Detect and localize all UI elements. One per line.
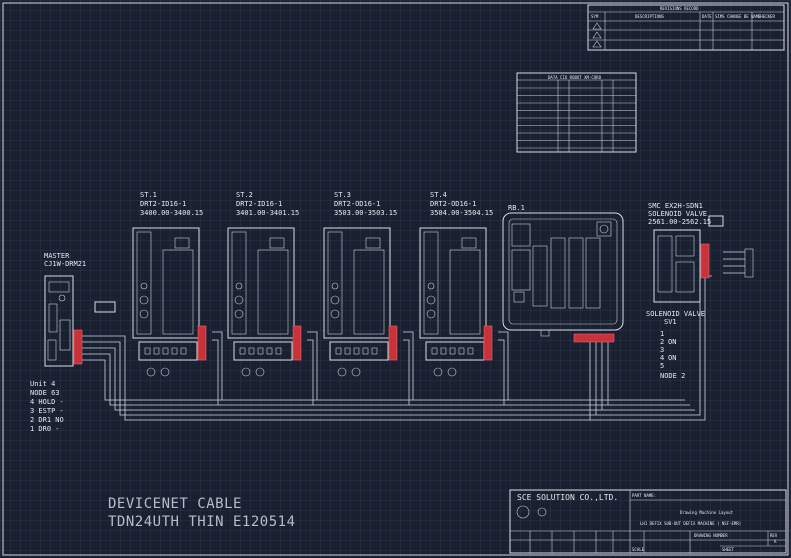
unit-info-line-5: 2 DR1 NO — [30, 416, 64, 424]
rev-col-desc: DESCRIPTIONS — [635, 14, 664, 19]
rev-value: A — [774, 539, 777, 544]
station-2-model: DRT2-ID16-1 — [236, 200, 283, 208]
company-name: SCE SOLUTION CO.,LTD. — [517, 493, 619, 502]
solenoid-line3: 2561.00-2562.15 — [648, 218, 712, 226]
rev-col-sym: SYM — [591, 14, 599, 19]
title-block — [509, 489, 787, 554]
station-3-model: DRT2-OD16-1 — [334, 200, 381, 208]
revision-table-title: REVISIONS RECORD — [660, 6, 699, 11]
unit-info-line-4: 3 ESTP - — [30, 407, 64, 415]
rev-col-checker: CHECKER — [758, 14, 775, 19]
cable-note-line1: DEVICENET CABLE — [108, 496, 242, 512]
terminal-blocks — [73, 243, 710, 365]
station-1-model: DRT2-ID16-1 — [140, 200, 187, 208]
station-module-3 — [323, 227, 391, 377]
solenoid-pin-2: 2 — [660, 338, 665, 346]
solenoid-line1: SMC EX2H-SDN1 — [648, 202, 703, 210]
part-name-label: PART NAME: — [632, 493, 657, 498]
solenoid-sub: SV1 — [664, 318, 677, 326]
solenoid-label: SOLENOID VALVE — [646, 310, 706, 318]
drawing-number-label: DRAWING NUMBER — [694, 533, 728, 538]
unit-info-line-6: 1 DR0 - — [30, 425, 60, 433]
station-module-1 — [132, 227, 200, 377]
solenoid-pin-5: 5 — [660, 362, 665, 370]
station-2-name: ST.2 — [236, 191, 253, 199]
solenoid-pin-1: 1 — [660, 330, 665, 338]
solenoid-pin-3: 3 — [660, 346, 665, 354]
rev-col-date: DATE — [702, 14, 712, 19]
solenoid-valve — [653, 215, 754, 303]
master-unit — [44, 275, 74, 367]
sheet-label: SHEET — [722, 547, 735, 552]
cable-note-line2: TDN24UTH THIN E120514 — [108, 514, 296, 530]
drawing-desc: LH1 DEFIX SUB-OUT DEFIX MACHINE ( NSF-EM… — [640, 521, 742, 526]
data-table-title: DATA CIO ROBOT XM-CORO — [548, 75, 601, 80]
master-model: CJ1W-DRM21 — [44, 260, 87, 268]
station-4-model: DRT2-OD16-1 — [430, 200, 477, 208]
rev-col-name: SIMS CHANGE BE NAME — [715, 14, 761, 19]
station-module-4 — [419, 227, 487, 377]
unit-info-line-1: Unit 4 — [30, 380, 56, 388]
ref-box — [94, 301, 116, 313]
solenoid-line2: SOLENOID VALVE — [648, 210, 708, 218]
revision-table — [587, 4, 785, 51]
data-table — [516, 72, 637, 153]
station-2-range: 3401.00-3401.15 — [236, 209, 300, 217]
robot-unit — [502, 212, 624, 337]
scale-label: SCALE — [632, 547, 645, 552]
station-4-range: 3504.00-3504.15 — [430, 209, 494, 217]
devicenet-bus — [80, 275, 712, 421]
unit-info-line-2: NODE 63 — [30, 389, 60, 397]
station-4-name: ST.4 — [430, 191, 447, 199]
rev-label: REV — [770, 533, 778, 538]
master-name: MASTER — [44, 252, 70, 260]
station-module-2 — [227, 227, 295, 377]
drawing-title: Drawing Machine Layout — [680, 510, 733, 515]
solenoid-node: NODE 2 — [660, 372, 686, 380]
solenoid-pin-4-mark: ON — [668, 354, 677, 362]
robot-name: RB.1 — [508, 204, 525, 212]
station-1-name: ST.1 — [140, 191, 157, 199]
solenoid-pin-4: 4 — [660, 354, 665, 362]
station-3-name: ST.3 — [334, 191, 351, 199]
solenoid-pin-2-mark: ON — [668, 338, 677, 346]
station-1-range: 3400.00-3400.15 — [140, 209, 204, 217]
station-3-range: 3503.00-3503.15 — [334, 209, 398, 217]
unit-info-line-3: 4 HOLD - — [30, 398, 64, 406]
